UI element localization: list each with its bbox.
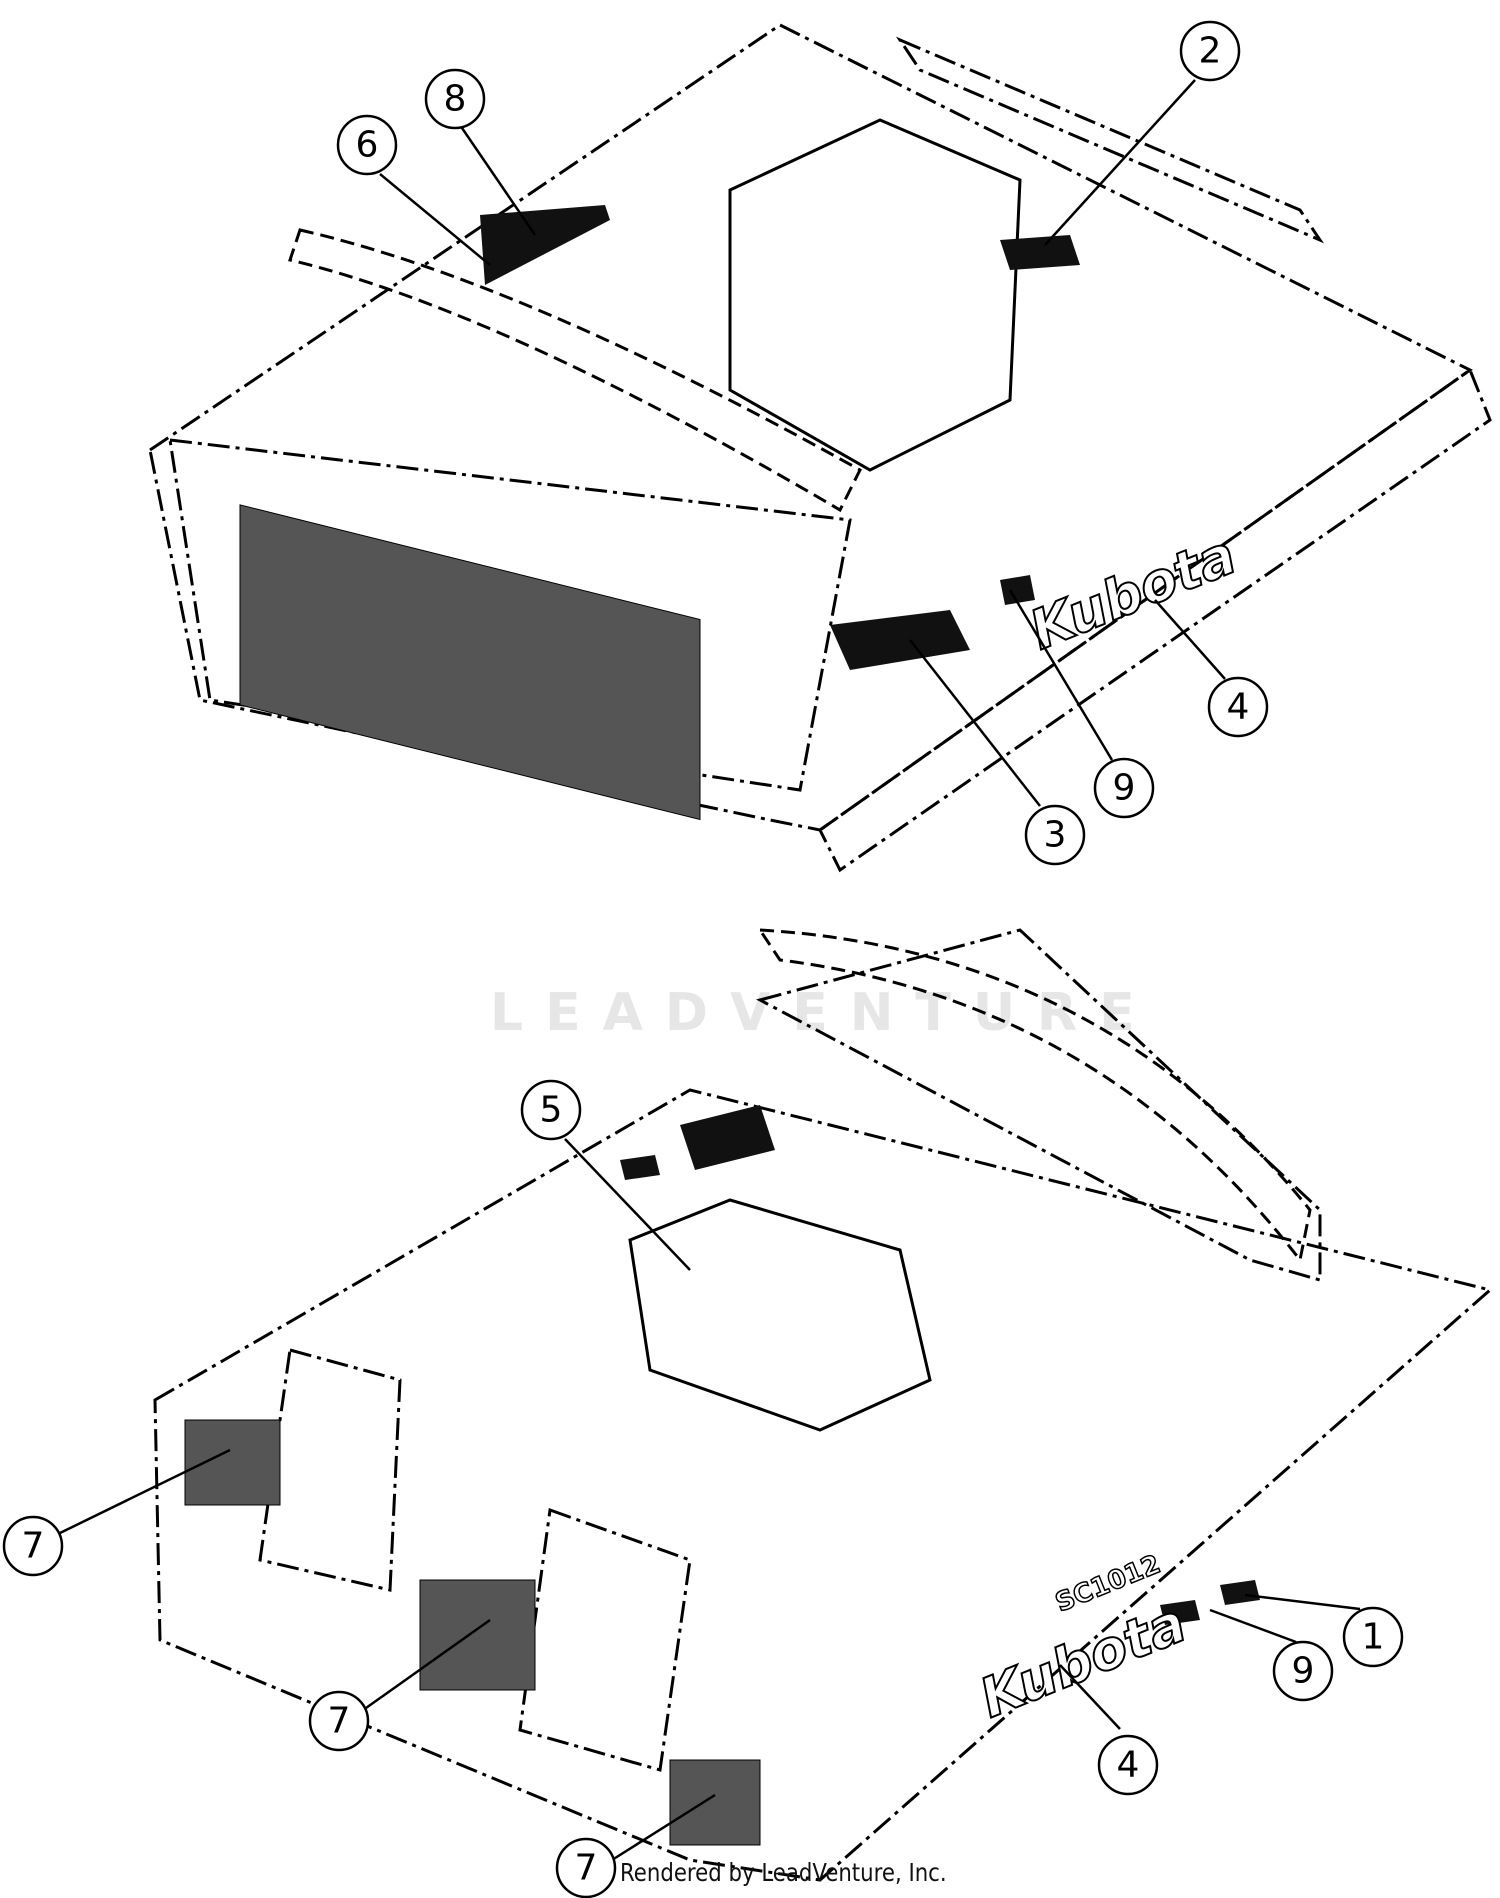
callout-7-bottom[interactable]: 7 [555, 1837, 617, 1898]
svg-text:5: 5 [540, 1090, 563, 1131]
svg-text:7: 7 [328, 1701, 351, 1742]
svg-text:6: 6 [356, 125, 379, 166]
svg-text:3: 3 [1044, 815, 1067, 856]
callout-6[interactable]: 6 [336, 114, 398, 176]
svg-text:7: 7 [575, 1848, 598, 1889]
leader-lines [59, 79, 1361, 1862]
svg-text:7: 7 [22, 1526, 45, 1567]
svg-text:9: 9 [1292, 1651, 1315, 1692]
svg-text:2: 2 [1199, 31, 1222, 72]
brand-decal-bottom: Kubota [971, 1591, 1194, 1730]
footer-credit: Rendered by LeadVenture, Inc. [620, 1858, 947, 1887]
callout-4-top[interactable]: 4 [1207, 676, 1269, 738]
callout-7-left[interactable]: 7 [2, 1515, 64, 1577]
callout-9-bottom[interactable]: 9 [1272, 1640, 1334, 1702]
svg-text:1: 1 [1362, 1617, 1385, 1658]
svg-text:4: 4 [1227, 687, 1250, 728]
brand-decal-top: Kubota [1021, 523, 1244, 662]
callout-4-bottom[interactable]: 4 [1097, 1734, 1159, 1796]
callout-5[interactable]: 5 [520, 1079, 582, 1141]
svg-text:4: 4 [1117, 1745, 1140, 1786]
callout-2[interactable]: 2 [1179, 20, 1241, 82]
callout-9-top[interactable]: 9 [1093, 757, 1155, 819]
callout-7-middle[interactable]: 7 [308, 1690, 370, 1752]
svg-text:8: 8 [444, 79, 467, 120]
callout-1[interactable]: 1 [1342, 1606, 1404, 1668]
svg-text:9: 9 [1113, 768, 1136, 809]
watermark: LEADVENTURE [490, 983, 1157, 1043]
callout-3[interactable]: 3 [1024, 804, 1086, 866]
callout-8[interactable]: 8 [424, 68, 486, 130]
